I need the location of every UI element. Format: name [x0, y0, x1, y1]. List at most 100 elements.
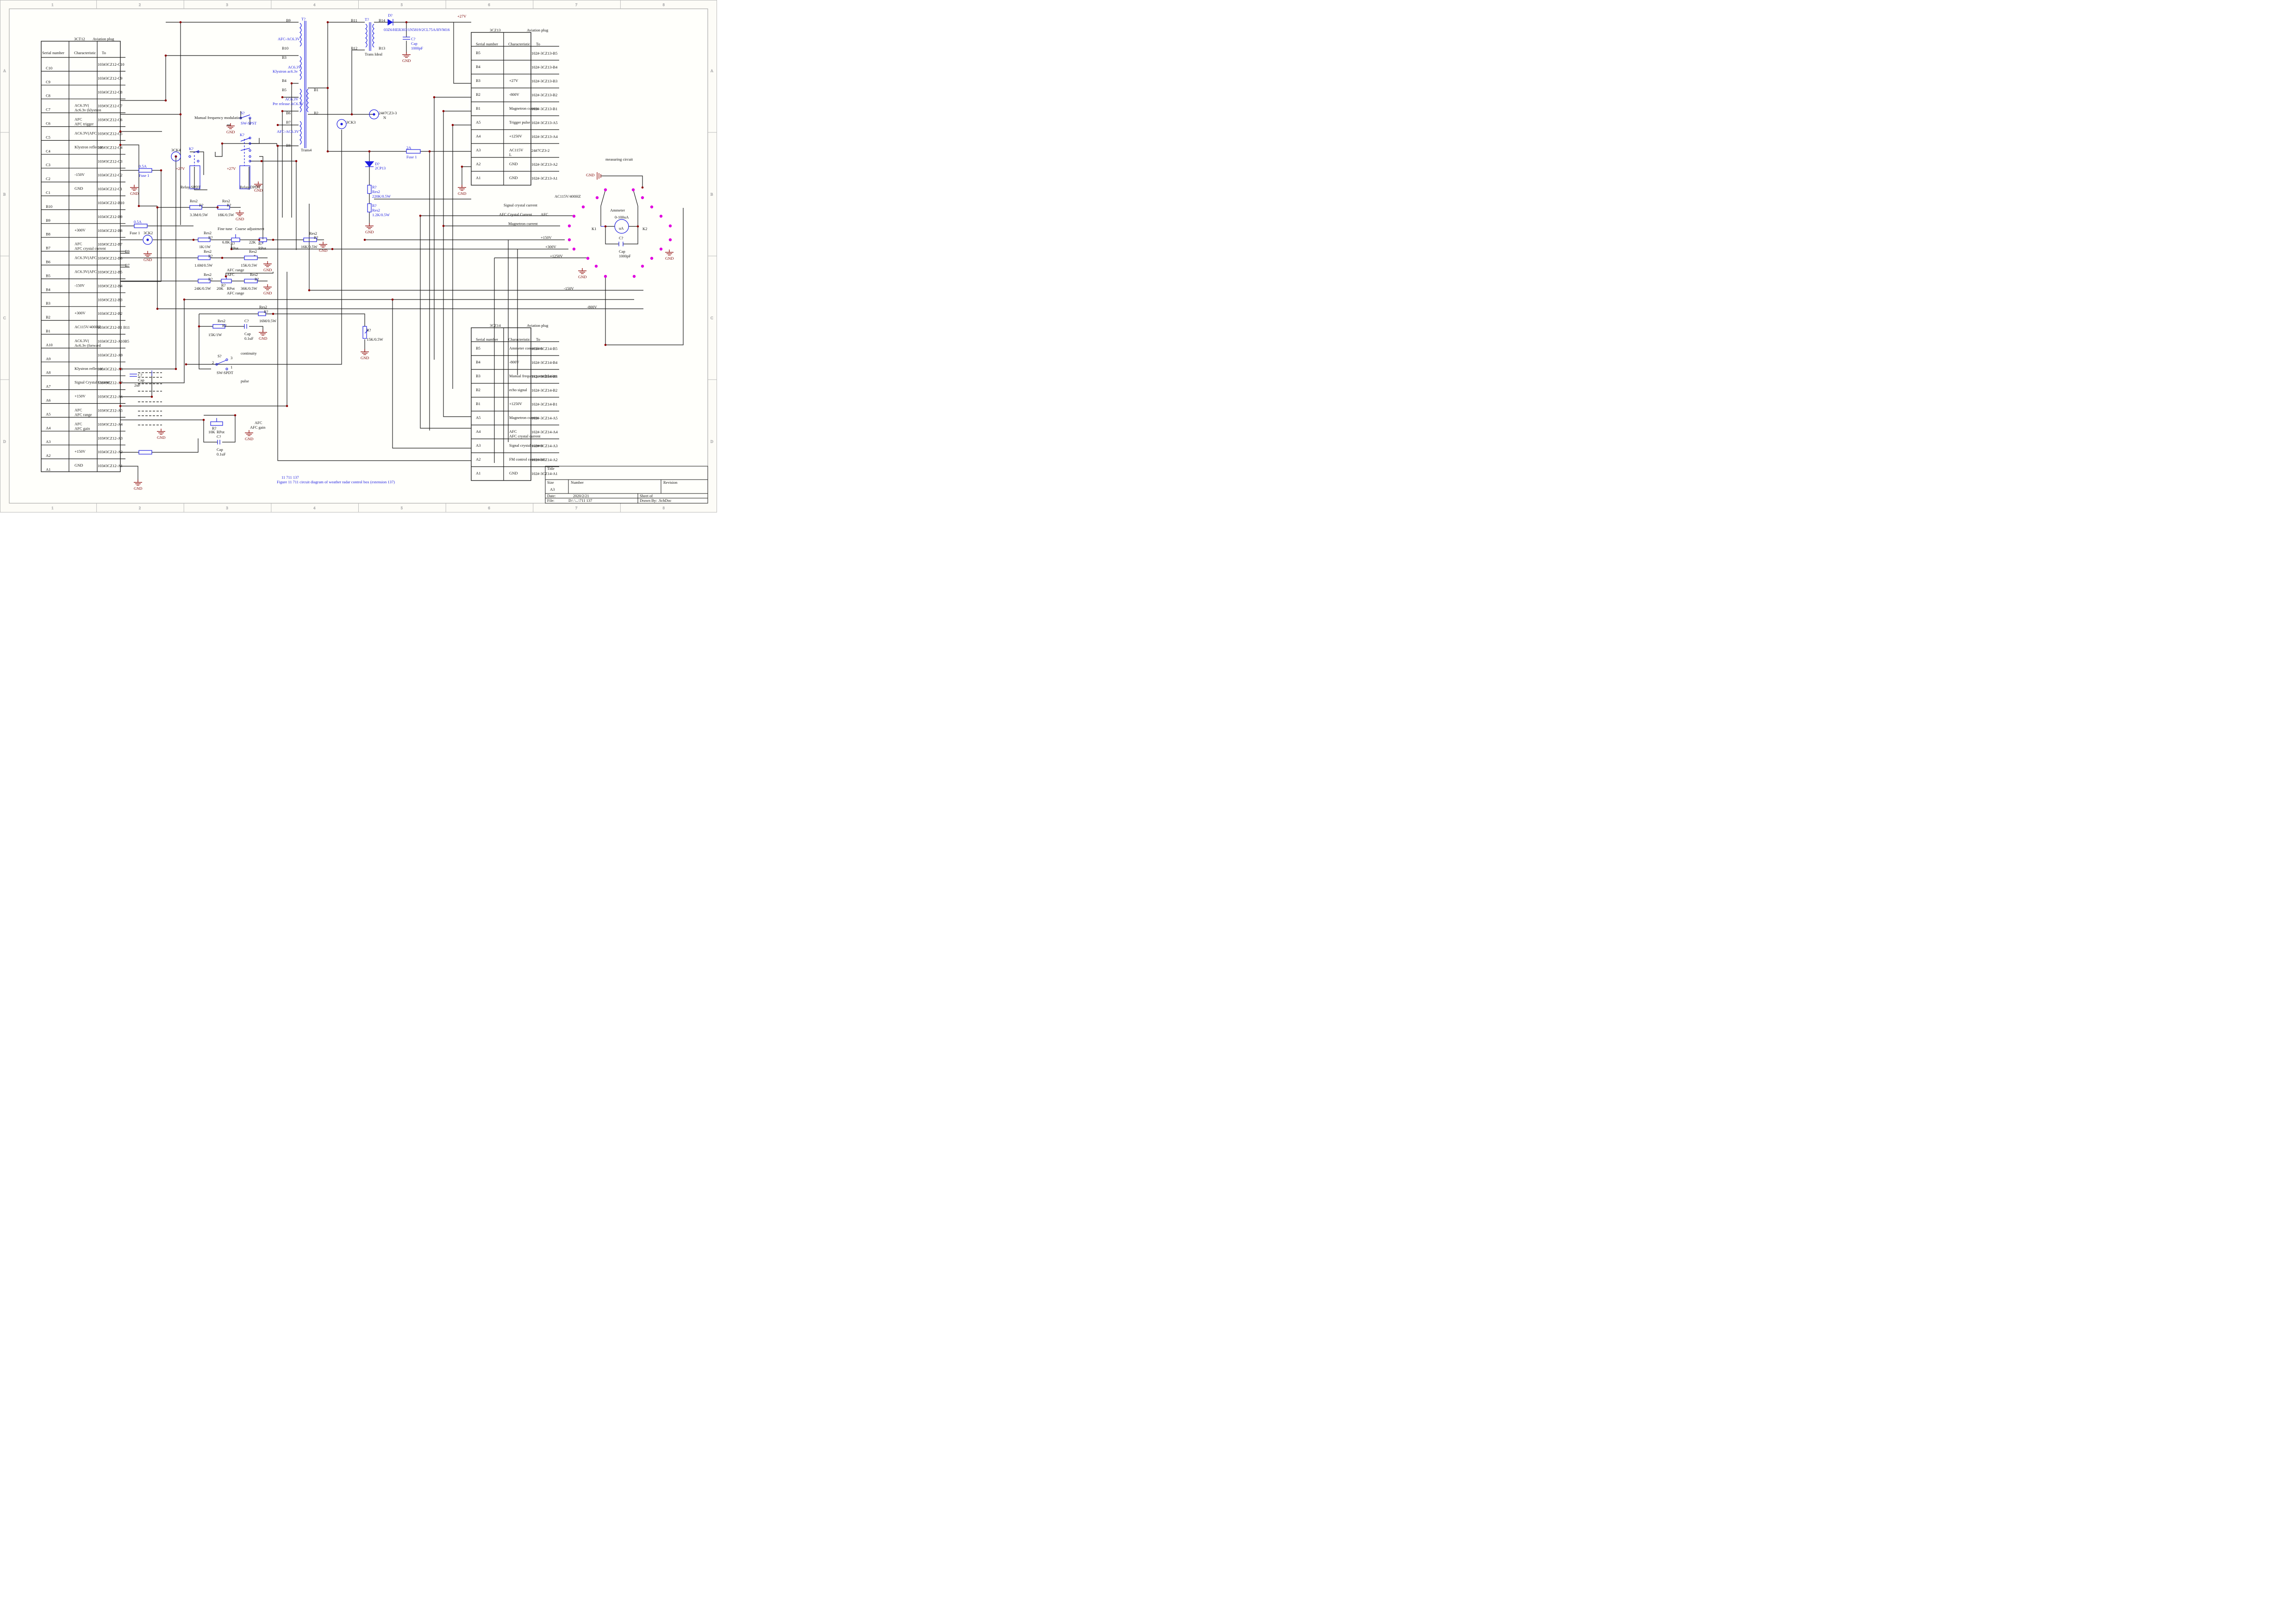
label-r11-name: Res2: [259, 305, 267, 309]
ground-label: GND: [226, 130, 235, 134]
conn_3cz13-pin-A4: A4: [476, 134, 481, 138]
conn_3cz14-pin-B2: B2: [476, 387, 480, 392]
conn_3cz14-to-A1: 102#-3CZ14-A1: [531, 471, 558, 476]
label-r4-ref: R?: [227, 203, 231, 207]
selector-wiper-k2: [631, 188, 635, 192]
conn_3ct12-to-C10: 103#3CZ12-C10: [98, 62, 125, 67]
label-r12-val: 15K/1W: [208, 332, 222, 337]
conn_3ct12-char-A5: AFC: [75, 408, 82, 412]
component-symbols: [130, 19, 629, 455]
junction-dot: [225, 275, 227, 278]
conn_3cz14-pin-A5: A5: [476, 415, 480, 420]
conn_3cz13-to-A4: 102#-3CZ13-A4: [531, 134, 558, 139]
ground-symbol: GND: [143, 251, 152, 262]
conn_3ct12-pin-C2: C2: [46, 176, 50, 181]
connector-3cz14: 3CZ14 Aviation plug Serial number Charac…: [471, 323, 559, 481]
label-r3-ref: R?: [199, 203, 204, 207]
junction-dot: [179, 21, 182, 24]
junction-dot: [119, 130, 122, 133]
label-rp1-ref: R?: [231, 241, 235, 246]
label-w-150: +150V: [541, 235, 552, 240]
conn_3cz13-pin-A3: A3: [476, 148, 480, 152]
conn_3cz13-to-A3: 24#7CZ3-2: [531, 148, 549, 153]
conn_3ct12-char-B5: AC6.3V(AFC: [75, 269, 97, 274]
conn_3ct12-char-B4: -150V: [75, 283, 85, 287]
connector-3ct12-header-char: Characteristic: [74, 50, 96, 55]
junction-dot: [119, 381, 122, 384]
label-t-b7: B7: [286, 120, 291, 125]
label-fine-tune: Fine tune: [218, 226, 232, 231]
conn_3cz14-pin-A1: A1: [476, 471, 480, 475]
ground-label: GND: [254, 188, 262, 193]
selector-pin: [586, 256, 590, 260]
conn_3ct12-pin-B1: B1: [46, 329, 50, 333]
label-c4-ref: C?: [217, 434, 221, 439]
selector-pin: [641, 264, 644, 268]
ground-label: GND: [361, 356, 369, 360]
label-r11-ref: R?: [264, 309, 268, 314]
label-t-name: Trans4: [301, 148, 312, 152]
connector-3cz13-header-to: To: [536, 42, 540, 46]
label-k2-ref: K?: [240, 132, 244, 137]
connector-3ct12-header-serial: Serial number: [42, 50, 64, 55]
junction-dot: [295, 160, 298, 162]
ground-symbol: GND: [259, 330, 267, 341]
label-r4-val: 18K/0.5W: [218, 212, 234, 217]
conn_3cz14-char-B3: Manual frequency modulation: [509, 374, 557, 378]
conn_3ct12-pin-A10: A10: [46, 343, 53, 347]
junction-dot: [286, 405, 288, 407]
connector-3cz13: 3CZ13 Aviation plug Serial number Charac…: [471, 28, 559, 186]
junction-dot: [276, 124, 279, 126]
conn_3ct12-to-B7: 103#3CZ12-B7: [98, 242, 122, 247]
connector-3ct12-type: Aviation plug: [93, 37, 114, 41]
label-r12-name: Res2: [218, 319, 225, 323]
label-r6-val: 16K/0.5W: [301, 244, 318, 249]
conn_3ct12-to-B8: 103#3CZ12-B8: [98, 228, 122, 233]
number-label: Number: [571, 480, 584, 485]
selector-pin: [604, 275, 607, 278]
label-r8-ref: *: [254, 254, 256, 258]
label-ammeter-unit: uA: [619, 226, 624, 231]
label-t-afc2: AFC-AC6.3V: [277, 129, 299, 134]
label-t-b9: B9: [286, 18, 291, 23]
ground-symbol: GND: [458, 185, 466, 196]
label-c4-name: Cap: [217, 447, 223, 452]
caption: Figure 11 711 circuit diagram of weather…: [277, 480, 395, 484]
ground-symbol: GND: [402, 52, 411, 63]
label-coarse: Coarse adjustment: [235, 226, 265, 231]
conn_3cz13-pin-B1: B1: [476, 106, 480, 111]
conn_3ct12-pin-C9: C9: [46, 80, 50, 84]
label-r8-name: Res2: [249, 249, 257, 254]
zone-col-bottom-5: 5: [401, 506, 403, 510]
zone-col-top-6: 6: [488, 3, 490, 7]
label-3ck4: 3CK4: [171, 148, 181, 152]
title-block: Title Size A3 Number Revision Date: 2020…: [545, 466, 708, 504]
conn_3ct12-to-A9: 103#3CZ12-A9: [98, 353, 123, 357]
conn_3ct12-to-C3: 103#3CZ12-C3: [98, 159, 122, 163]
conn_3ct12-pin-A4: A4: [46, 425, 51, 430]
conn_3cz14-char-A4: AFC: [509, 429, 517, 434]
selector-pin: [595, 196, 599, 200]
conn_3ct12-to-A7: 103#3CZ12-A7: [98, 381, 123, 385]
ground-symbol-measuring: [597, 172, 601, 180]
conn_3ct12-char2-A10: Ac6.3v (forward: [75, 343, 101, 348]
zone-col-top-8: 8: [663, 3, 665, 7]
junction-dot: [281, 96, 284, 99]
label-r8-val: 15K/0.5W: [241, 263, 257, 268]
label-r6-name: Res2: [309, 231, 317, 236]
conn_3ct12-to-B3: 103#3CZ12-B3: [98, 297, 122, 302]
label-continuity: continuity: [241, 351, 257, 356]
label-t2-ref: T?: [365, 17, 369, 22]
connector-3cz13-header-serial: Serial number: [476, 42, 498, 46]
conn_3cz13-char-A2: GND: [509, 162, 518, 166]
conn_3ct12-char-B7: AFC: [75, 242, 82, 246]
label-c2-ref: C?: [244, 319, 249, 323]
label-rp3-name: RPot: [227, 286, 235, 291]
junction-dot: [175, 155, 177, 158]
label-jack-n: N: [383, 115, 386, 120]
label-r7-name: Res2: [204, 249, 212, 254]
conn_3cz13-pin-A2: A2: [476, 162, 480, 166]
zone-col-top-3: 3: [226, 3, 228, 7]
label-r10-val: 36K/0.5W: [241, 286, 257, 291]
label-r9-name: Res2: [204, 272, 212, 277]
